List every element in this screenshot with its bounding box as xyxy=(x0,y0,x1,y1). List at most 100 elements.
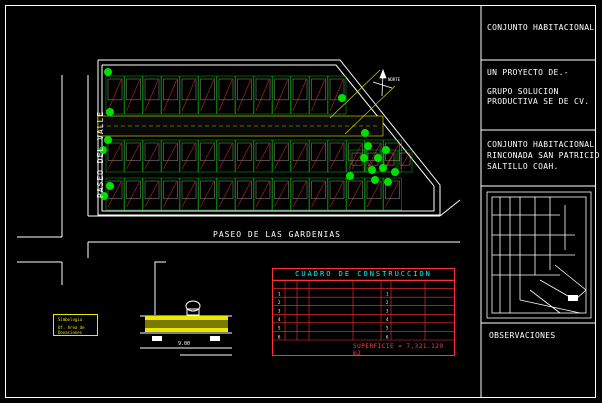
lot xyxy=(198,177,217,211)
tree-icon xyxy=(100,192,108,200)
tree-icon xyxy=(384,178,392,186)
company-name-line2: PRODUCTIVA SE DE CV. xyxy=(487,97,590,106)
lot xyxy=(124,139,143,173)
drawing-frame xyxy=(5,5,596,398)
lot xyxy=(216,177,236,211)
lot xyxy=(290,75,310,115)
table-row-vertex: 4 xyxy=(386,317,389,322)
tree-icon xyxy=(374,154,382,162)
lot xyxy=(105,75,125,115)
lot xyxy=(179,75,199,115)
lot xyxy=(327,75,347,115)
site-outline xyxy=(97,59,441,216)
table-row-vertex: 2 xyxy=(386,300,389,305)
trees xyxy=(99,68,399,200)
table-row-id: 1 xyxy=(278,291,281,296)
location-line2: RINCONADA SAN PATRICIO xyxy=(487,151,600,160)
lot xyxy=(290,139,310,173)
lot xyxy=(327,177,347,211)
lot xyxy=(272,75,291,115)
tree-icon xyxy=(391,168,399,176)
construction-table-title: CUADRO DE CONSTRUCCION xyxy=(273,269,454,281)
lot xyxy=(272,139,291,173)
lot xyxy=(124,75,143,115)
location-line1: CONJUNTO HABITACIONAL xyxy=(487,140,595,149)
lot xyxy=(142,177,162,211)
section-dimension: 9.00 xyxy=(178,341,191,347)
lot xyxy=(397,149,413,173)
lot xyxy=(179,177,199,211)
tree-icon xyxy=(99,146,107,154)
legend-box: Simbologia Of. Area de Donaciones xyxy=(53,314,98,336)
lot xyxy=(216,139,236,173)
lot xyxy=(216,75,236,115)
table-row-vertex: 6 xyxy=(386,334,389,339)
internal-street xyxy=(97,69,396,137)
road-label-paseo-de-las-gardenias: PASEO DE LAS GARDENIAS xyxy=(213,230,341,239)
construction-table-cells: 1 1 2 2 3 3 4 4 5 5 6 6 xyxy=(278,291,389,339)
lot xyxy=(235,139,254,173)
tree-icon xyxy=(106,108,114,116)
lot xyxy=(235,75,254,115)
tree-icon xyxy=(360,154,368,162)
company-name-line1: GRUPO SOLUCION xyxy=(487,87,559,96)
lot xyxy=(198,139,217,173)
lot xyxy=(327,139,347,173)
lot xyxy=(309,177,328,211)
lot xyxy=(272,177,291,211)
table-row-id: 5 xyxy=(278,326,281,331)
lot xyxy=(253,139,273,173)
table-row-vertex: 1 xyxy=(386,291,389,296)
lot xyxy=(161,139,180,173)
north-arrow-icon xyxy=(372,68,393,97)
lot xyxy=(290,177,310,211)
table-row-id: 6 xyxy=(278,334,281,339)
tree-icon xyxy=(104,68,112,76)
tree-icon xyxy=(104,136,112,144)
table-row-vertex: 3 xyxy=(386,309,389,314)
table-row-id: 4 xyxy=(278,317,281,322)
lot xyxy=(383,177,402,211)
title-block-lines xyxy=(480,5,596,398)
location-line3: SALTILLO COAH. xyxy=(487,162,559,171)
tree-icon xyxy=(346,172,354,180)
proyecto-label: UN PROYECTO DE.- xyxy=(487,68,569,77)
lot xyxy=(179,139,199,173)
lot xyxy=(235,177,254,211)
tree-icon xyxy=(361,129,369,137)
lot xyxy=(105,139,125,173)
tree-icon xyxy=(364,142,372,150)
tree-icon xyxy=(382,146,390,154)
lot xyxy=(142,139,162,173)
legend-item: Of. Area de Donaciones xyxy=(58,325,85,335)
lot xyxy=(309,139,328,173)
lot xyxy=(161,75,180,115)
key-map xyxy=(486,191,592,319)
tree-icon xyxy=(106,182,114,190)
construction-table-total: SUPERFICIE = 7,321.129 m2 xyxy=(353,343,444,357)
lot xyxy=(253,75,273,115)
tree-icon xyxy=(371,176,379,184)
lot xyxy=(198,75,217,115)
construction-table: CUADRO DE CONSTRUCCION SUPERFICIE = 7,32… xyxy=(272,268,455,357)
table-row-id: 2 xyxy=(278,300,281,305)
observaciones-label: OBSERVACIONES xyxy=(489,331,556,340)
lot xyxy=(124,177,143,211)
lot xyxy=(161,177,180,211)
lot xyxy=(309,75,328,115)
tree-icon xyxy=(368,166,376,174)
table-row-id: 3 xyxy=(278,309,281,314)
project-title: CONJUNTO HABITACIONAL xyxy=(487,23,595,32)
street-section xyxy=(140,261,232,356)
tree-icon xyxy=(338,94,346,102)
lot xyxy=(253,177,273,211)
lot xyxy=(346,177,365,211)
roads xyxy=(17,75,461,285)
north-label: NORTE xyxy=(388,77,401,82)
lot xyxy=(142,75,162,115)
tree-icon xyxy=(379,164,387,172)
road-label-paseo-del-valle: PASEO DEL VALLE xyxy=(96,110,106,199)
table-row-vertex: 5 xyxy=(386,326,389,331)
legend-title: Simbologia xyxy=(58,317,83,322)
